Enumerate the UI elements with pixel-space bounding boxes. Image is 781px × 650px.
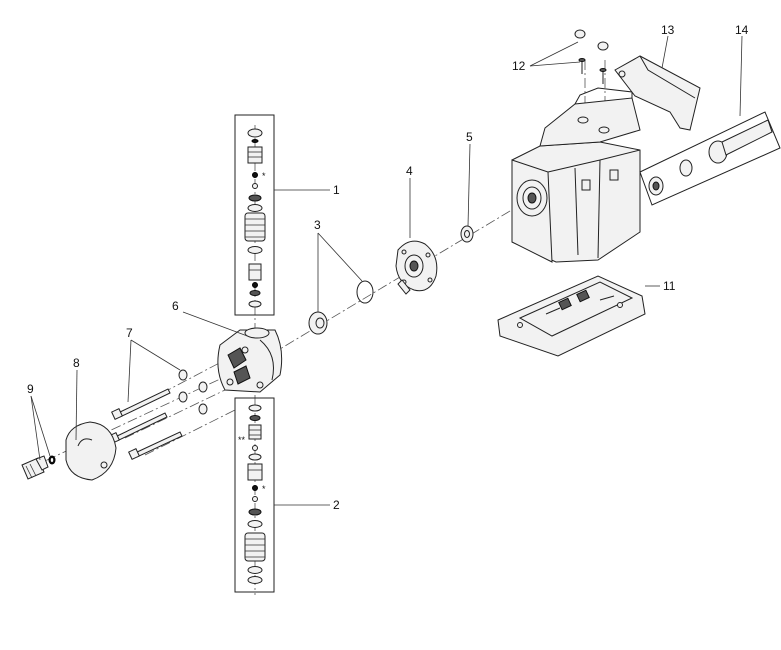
- pump-head: [217, 327, 283, 393]
- star-mark-upper: *: [262, 171, 266, 181]
- callout-9: 9: [27, 382, 34, 396]
- valve-seat-1: [247, 146, 263, 164]
- valve-housing-1: [244, 212, 266, 242]
- bolt-axis-3: [144, 409, 236, 456]
- drive-shaft: [721, 119, 773, 156]
- valve-housing-2: [244, 532, 266, 562]
- callout-4: 4: [406, 164, 413, 178]
- double-star-mark: **: [238, 435, 246, 445]
- valve-ball-1: [252, 172, 258, 178]
- star-mark-lower: *: [262, 484, 266, 494]
- cap-1: [574, 29, 586, 39]
- callouts: 1 2 3 4 5 6 7 8 9 11 12 13 14: [27, 23, 749, 512]
- callout-7: 7: [126, 326, 133, 340]
- coupling-spider: [679, 159, 693, 177]
- valve-seat-4: [247, 463, 263, 481]
- shaft-washer: [460, 225, 474, 243]
- washer-3: [178, 391, 188, 403]
- leader-lines: [30, 35, 743, 506]
- lower-valve-assembly: [234, 397, 275, 593]
- bolts-and-washers: [108, 369, 208, 460]
- drive-housing: [511, 87, 641, 263]
- valve-seat-3: [248, 424, 262, 440]
- cover-screws: [574, 29, 609, 84]
- callout-1: 1: [333, 183, 340, 197]
- washer-2: [198, 381, 208, 393]
- callout-8: 8: [73, 356, 80, 370]
- callout-11: 11: [663, 279, 676, 293]
- assembly-axis-right: [269, 204, 521, 356]
- cover-plate: [65, 421, 117, 481]
- coupling-kit: [639, 111, 781, 206]
- washer-4: [198, 403, 208, 415]
- valve-seat-2: [248, 263, 262, 281]
- lower-valve-frame: [234, 397, 275, 593]
- cap-2: [597, 41, 609, 51]
- washer-1: [178, 369, 188, 381]
- large-o-ring: [356, 280, 374, 304]
- mounting-base: [497, 275, 646, 357]
- seal-set: [308, 280, 374, 335]
- callout-13: 13: [661, 23, 675, 37]
- callout-12: 12: [512, 59, 526, 73]
- top-cover-guard: [614, 55, 701, 131]
- callout-6: 6: [172, 299, 179, 313]
- upper-valve-frame: [234, 114, 275, 316]
- callout-3: 3: [314, 218, 321, 232]
- bolt-axis-2: [124, 389, 226, 439]
- adapter-flange: [395, 240, 438, 295]
- callout-2: 2: [333, 498, 340, 512]
- callout-5: 5: [466, 130, 473, 144]
- inlet-fitting: [21, 455, 56, 480]
- o-ring-1a: [247, 128, 263, 138]
- upper-valve-assembly: [234, 114, 275, 316]
- callout-14: 14: [735, 23, 749, 37]
